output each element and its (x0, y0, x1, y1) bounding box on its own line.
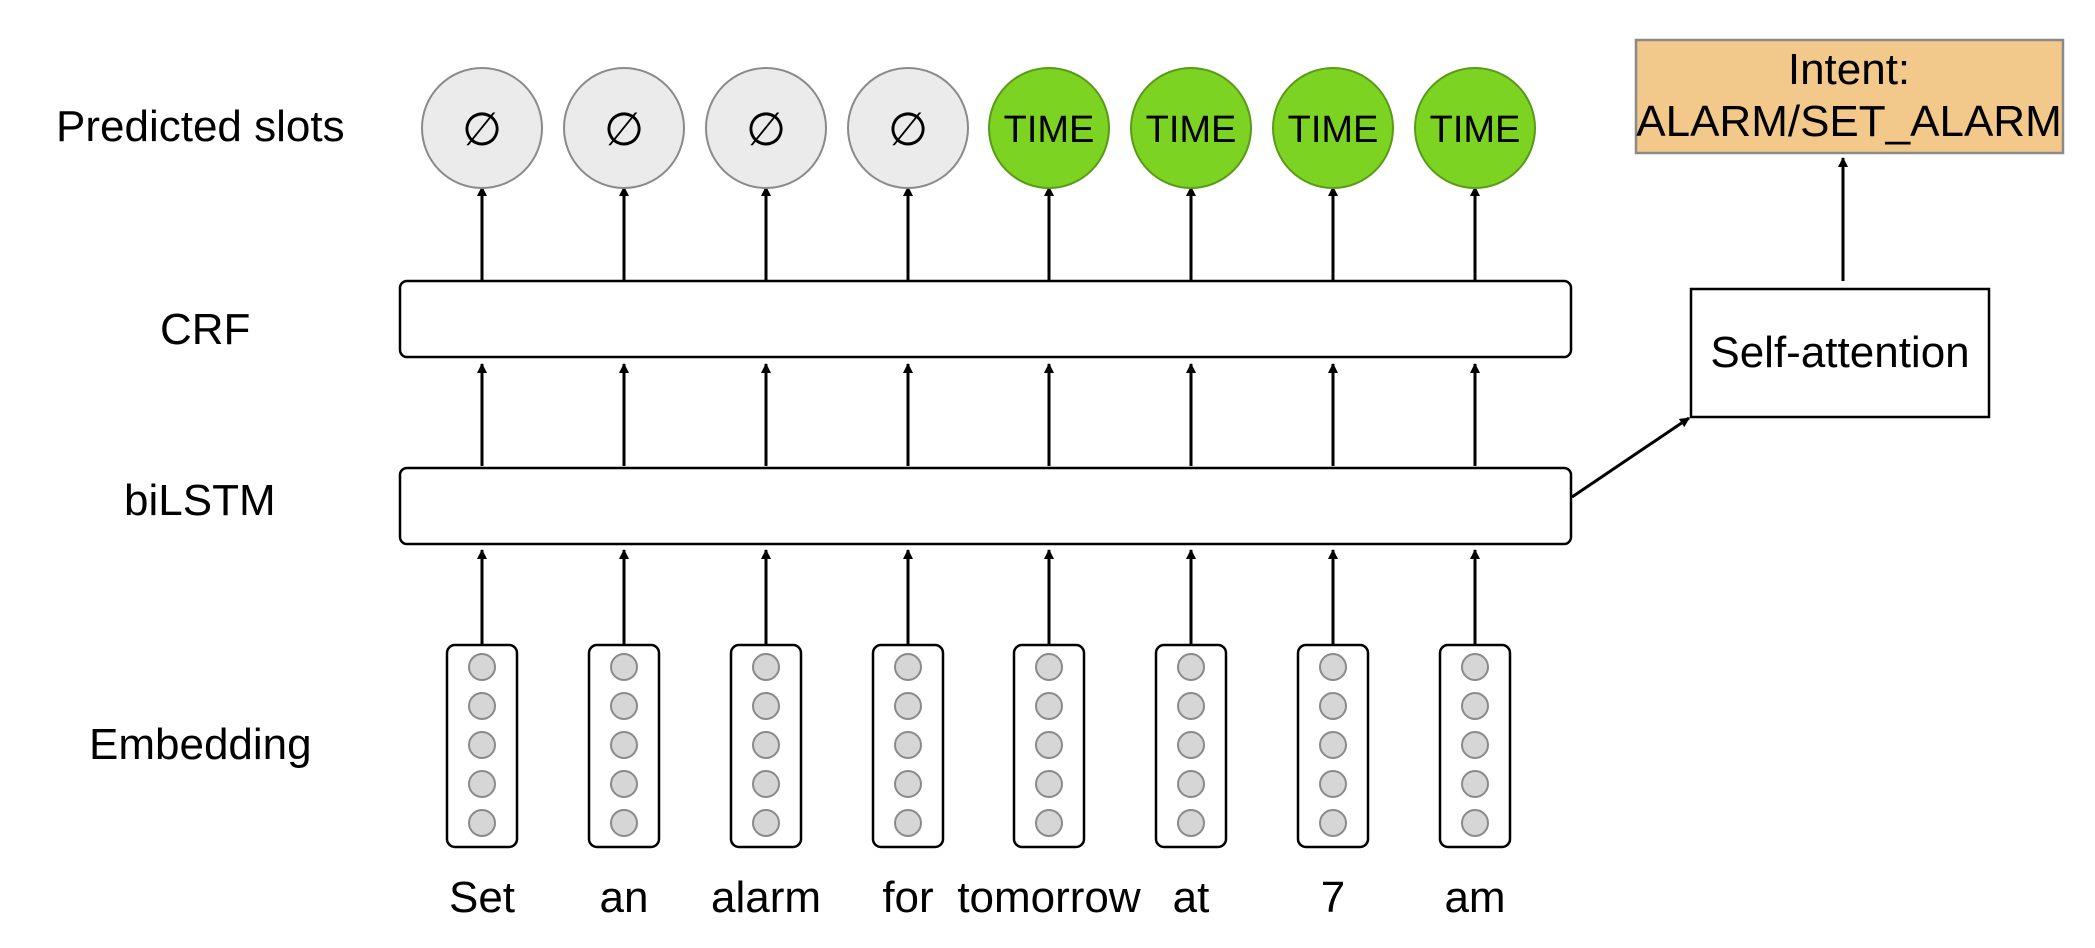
embedding-dot (468, 731, 496, 759)
embedding-dot (468, 692, 496, 720)
embedding-dot (1461, 809, 1489, 837)
embedding-dot (468, 770, 496, 798)
embedding-dot (752, 731, 780, 759)
embedding-dot (1319, 653, 1347, 681)
embedding-dot (1461, 692, 1489, 720)
slot-label: ∅ (462, 103, 502, 155)
slot-label: ∅ (746, 103, 786, 155)
embedding-dot (468, 809, 496, 837)
slot-label: TIME (1146, 109, 1237, 151)
embedding-dot (610, 653, 638, 681)
token-columns: ∅ Set ∅ an ∅ alarm ∅ for TIME tomorrow TIME at TIME 7… (421, 67, 1536, 922)
embedding-dot (1461, 770, 1489, 798)
token-word: tomorrow (957, 873, 1141, 922)
slot-time-circle (1414, 67, 1536, 189)
embedding-dot (1177, 809, 1205, 837)
embedding-dot (752, 809, 780, 837)
slot-empty-circle (421, 67, 543, 189)
token-word: am (1444, 873, 1505, 922)
embedding-dot (1035, 692, 1063, 720)
slot-empty-circle (847, 67, 969, 189)
intent-box (1634, 38, 2065, 155)
embedding-dot (1319, 731, 1347, 759)
embedding-dot (468, 653, 496, 681)
slot-label: TIME (1288, 109, 1379, 151)
token-word: 7 (1321, 873, 1345, 922)
slot-label: ∅ (888, 103, 928, 155)
self-attention-label: Self-attention (1710, 328, 1969, 377)
intent-label-line2: ALARM/SET_ALARM (1636, 97, 2061, 146)
slot-time-circle (1130, 67, 1252, 189)
crf-layer-box (398, 279, 1573, 359)
slot-time-circle (1272, 67, 1394, 189)
embedding-dot (894, 653, 922, 681)
embedding-dot (1035, 770, 1063, 798)
token-word: an (600, 873, 649, 922)
embedding-dot (752, 653, 780, 681)
token-word: Set (449, 873, 515, 922)
embedding-dot (1177, 692, 1205, 720)
bilstm-to-attention-arrow (1571, 416, 1690, 499)
embedding-dot (1035, 731, 1063, 759)
embedding-dot (610, 809, 638, 837)
slot-label: TIME (1430, 109, 1521, 151)
embedding-dot (894, 692, 922, 720)
row-label-predicted-slots: Predicted slots (56, 102, 345, 151)
embedding-dot (610, 692, 638, 720)
self-attention-box (1689, 287, 1991, 419)
token-word: for (882, 873, 933, 922)
embedding-dot (1177, 653, 1205, 681)
embedding-dot (1461, 653, 1489, 681)
row-label-embedding: Embedding (89, 720, 312, 769)
slot-empty-circle (705, 67, 827, 189)
embedding-dot (610, 770, 638, 798)
embedding-dot (894, 809, 922, 837)
embedding-dot (1035, 653, 1063, 681)
embedding-dot (1035, 809, 1063, 837)
embedding-dot (1319, 809, 1347, 837)
embedding-dot (752, 692, 780, 720)
embedding-dot (1461, 731, 1489, 759)
embedding-dot (1177, 731, 1205, 759)
token-word: at (1173, 873, 1210, 922)
embedding-dot (1177, 770, 1205, 798)
slot-time-circle (988, 67, 1110, 189)
row-label-crf: CRF (160, 305, 250, 354)
slot-label: TIME (1004, 109, 1095, 151)
embedding-dot (752, 770, 780, 798)
embedding-dot (894, 770, 922, 798)
bilstm-layer-box (398, 466, 1573, 546)
slot-empty-circle (563, 67, 685, 189)
embedding-dot (1319, 770, 1347, 798)
embedding-dot (1319, 692, 1347, 720)
embedding-dot (610, 731, 638, 759)
slot-label: ∅ (604, 103, 644, 155)
intent-label-line1: Intent: (1788, 45, 1910, 94)
token-word: alarm (711, 873, 821, 922)
row-label-bilstm: biLSTM (124, 476, 276, 525)
embedding-dot (894, 731, 922, 759)
